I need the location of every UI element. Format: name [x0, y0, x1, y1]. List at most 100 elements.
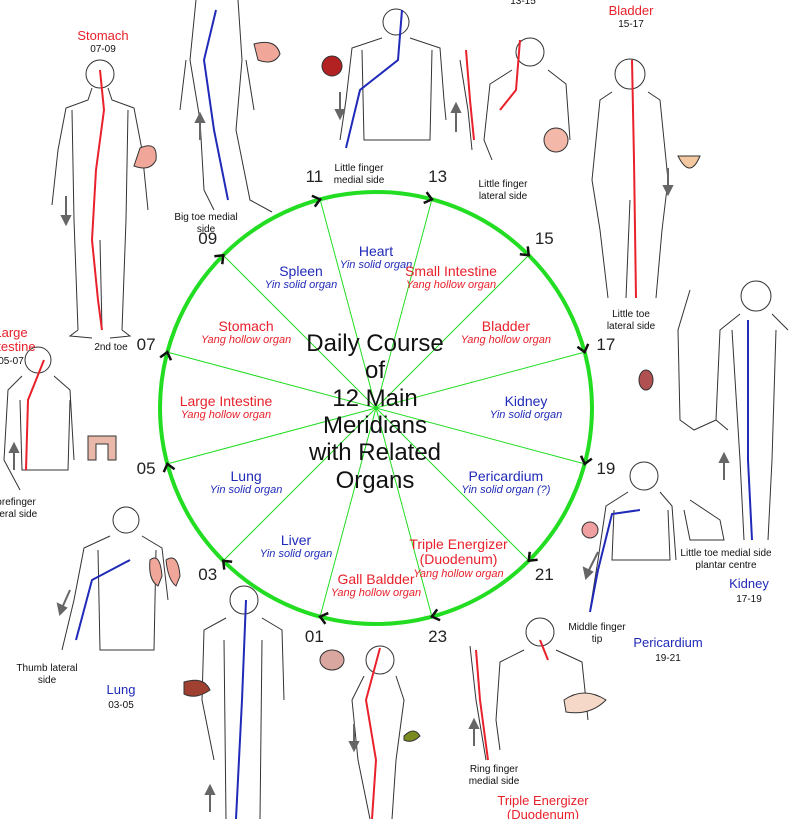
segment-organ-type: Yin solid organ — [259, 547, 333, 560]
small-intestine-caption: Little finger lateral side — [478, 179, 528, 202]
segment-organ-name: Triple Energizer (Duodenum) — [409, 535, 508, 568]
heart-meridian-line — [345, 9, 403, 149]
hour-label: 05 — [136, 458, 156, 478]
small-intestine-figure — [459, 37, 571, 161]
segment-organ-name: Lung — [230, 468, 262, 484]
clock-spoke — [375, 407, 585, 465]
clock-spoke — [222, 254, 377, 409]
arrow-head-icon — [8, 441, 20, 453]
large-intestine-hours: 05-07 — [0, 356, 24, 367]
spleen-organ-icon — [253, 41, 281, 63]
small-intestine-organ-icon — [543, 127, 569, 153]
lung-title: Lung — [106, 682, 136, 697]
bladder-title: Bladder — [608, 3, 654, 18]
hour-label: 11 — [305, 167, 324, 187]
segment-organ-name: Small Intestine — [405, 263, 497, 280]
kidney-organ-icon — [638, 369, 654, 391]
bladder-caption: Little toe lateral side — [606, 309, 656, 332]
clock-arrow-icon — [159, 350, 173, 361]
pericardium-figure — [589, 461, 677, 611]
clock-spoke — [375, 407, 433, 617]
segment-organ-name: Heart — [358, 243, 394, 259]
clock-arrow-icon — [162, 461, 176, 473]
heart-figure — [339, 8, 447, 141]
segment-organ-type: Yin solid organ — [209, 484, 283, 497]
kidney-figure — [677, 280, 789, 541]
stomach-caption: 2nd toe — [94, 342, 128, 353]
hour-label: 13 — [428, 167, 448, 187]
arrow-head-icon — [468, 717, 480, 729]
arrow-head-icon — [204, 783, 216, 795]
clock-arrow-icon — [423, 191, 434, 205]
triple-energizer-meridian-line — [475, 639, 549, 761]
heart-caption: Little finger medial side — [333, 163, 385, 186]
hour-label: 23 — [428, 626, 448, 646]
lung-meridian-line — [75, 559, 131, 641]
lung-organ-icon — [149, 557, 181, 587]
clock-spoke — [375, 199, 433, 409]
segment-organ-type: Yin solid organ — [339, 259, 413, 272]
center-title-line: with Related — [308, 439, 442, 467]
hour-label: 09 — [198, 228, 218, 248]
arrow-head-icon — [662, 185, 674, 197]
segment-organ-type: Yang hollow organ — [330, 587, 422, 600]
hour-label: 15 — [534, 228, 554, 248]
segment-organ-type: Yin solid organ — [264, 279, 338, 292]
segment-organ-name: Stomach — [218, 318, 274, 334]
pericardium-caption: Middle finger tip — [568, 622, 626, 645]
clock-spoke — [222, 407, 377, 562]
clock-spoke — [319, 407, 377, 617]
arrow-head-icon — [194, 111, 206, 123]
segment-organ-type: Yang hollow organ — [405, 279, 497, 292]
bladder-hours: 15-17 — [618, 19, 644, 30]
arrow-head-icon — [582, 566, 594, 581]
direction-arrow-icon — [61, 589, 71, 609]
lung-hours: 03-05 — [108, 700, 134, 711]
segment-organ-name: Spleen — [279, 263, 323, 280]
hour-label: 03 — [198, 565, 218, 585]
large-intestine-caption: Forefinger lateral side — [0, 497, 38, 520]
arrow-head-icon — [450, 101, 462, 113]
center-title-line: 12 Main — [332, 384, 418, 412]
stomach-organ-icon — [133, 145, 157, 169]
large-intestine-figure — [3, 346, 75, 491]
clock-ring — [158, 190, 594, 626]
pericardium-organ-icon — [581, 521, 599, 539]
heart-organ-icon — [321, 55, 343, 77]
clock-arrow-icon — [519, 246, 531, 257]
liver-meridian-line — [235, 599, 247, 819]
stomach-meridian-line — [90, 69, 106, 331]
clock-arrow-icon — [429, 608, 441, 622]
clock-arrow-icon — [576, 343, 590, 355]
segment-organ-type: Yin solid organ (?) — [461, 484, 551, 497]
arrow-head-icon — [60, 215, 72, 227]
pancreas-organ-icon — [563, 692, 607, 714]
segment-organ-type: Yang hollow organ — [460, 334, 552, 347]
segment-organ-type: Yang hollow organ — [200, 334, 292, 347]
direction-arrow-icon — [587, 551, 599, 573]
clock-spoke — [319, 199, 377, 409]
arrow-head-icon — [56, 602, 68, 617]
lung-caption: Thumb lateral side — [16, 663, 78, 686]
pericardium-hours: 19-21 — [655, 653, 681, 664]
segment-organ-type: Yang hollow organ — [413, 567, 504, 580]
kidney-caption: Little toe medial side plantar centre — [680, 548, 772, 571]
hour-label: 19 — [596, 458, 616, 478]
lung-figure — [61, 506, 169, 651]
segment-label: Triple Energizer (Duodenum)Yang hollow o… — [394, 535, 524, 580]
segment-organ-name: Gall Baldder — [337, 571, 415, 587]
segment-organ-name: Bladder — [481, 318, 531, 334]
gall-bladder-organ-icon — [403, 730, 421, 742]
bladder-organ-icon — [677, 155, 701, 169]
clock-arrow-icon — [579, 455, 593, 466]
pericardium-meridian-line — [589, 509, 641, 613]
bladder-meridian-line — [631, 59, 637, 299]
spleen-caption: Big toe medial side — [174, 212, 238, 235]
clock-arrow-icon — [214, 253, 225, 265]
center-title-line: Daily Course — [306, 330, 444, 357]
